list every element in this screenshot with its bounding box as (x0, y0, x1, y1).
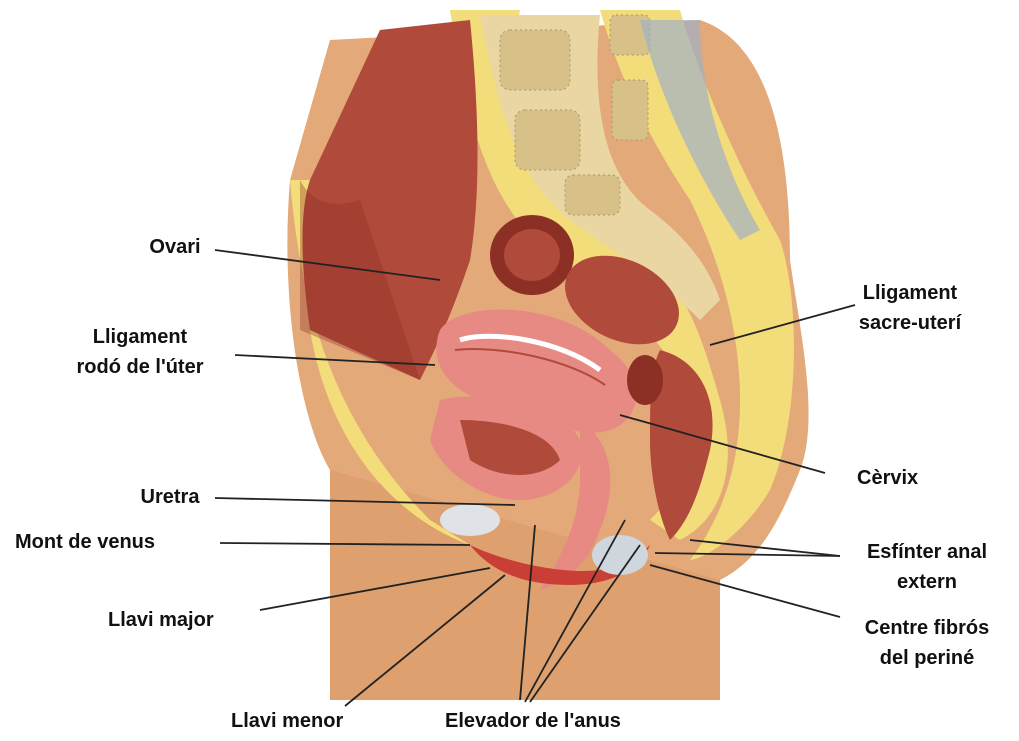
label-esfinter-line2: extern (842, 567, 1012, 597)
label-ovari: Ovari (130, 232, 220, 262)
label-mont-de-venus: Mont de venus (15, 527, 155, 557)
label-lligament-sacre-line2: sacre-uterí (835, 308, 985, 338)
label-lligament-sacre: Lligament sacre-uterí (835, 278, 985, 338)
label-lligament-rodo: Lligament rodó de l'úter (45, 322, 235, 382)
label-elevador: Elevador de l'anus (445, 706, 621, 736)
label-esfinter-line1: Esfínter anal (842, 537, 1012, 567)
label-centre-fibros: Centre fibrós del periné (842, 613, 1012, 673)
label-uretra: Uretra (125, 482, 215, 512)
label-lligament-rodo-line2: rodó de l'úter (45, 352, 235, 382)
label-cervix: Cèrvix (857, 463, 918, 493)
label-centre-fibros-line1: Centre fibrós (842, 613, 1012, 643)
label-lligament-sacre-line1: Lligament (835, 278, 985, 308)
label-esfinter: Esfínter anal extern (842, 537, 1012, 597)
label-llavi-menor: Llavi menor (231, 706, 343, 736)
label-llavi-major: Llavi major (108, 605, 214, 635)
label-lligament-rodo-line1: Lligament (45, 322, 235, 352)
label-centre-fibros-line2: del periné (842, 643, 1012, 673)
